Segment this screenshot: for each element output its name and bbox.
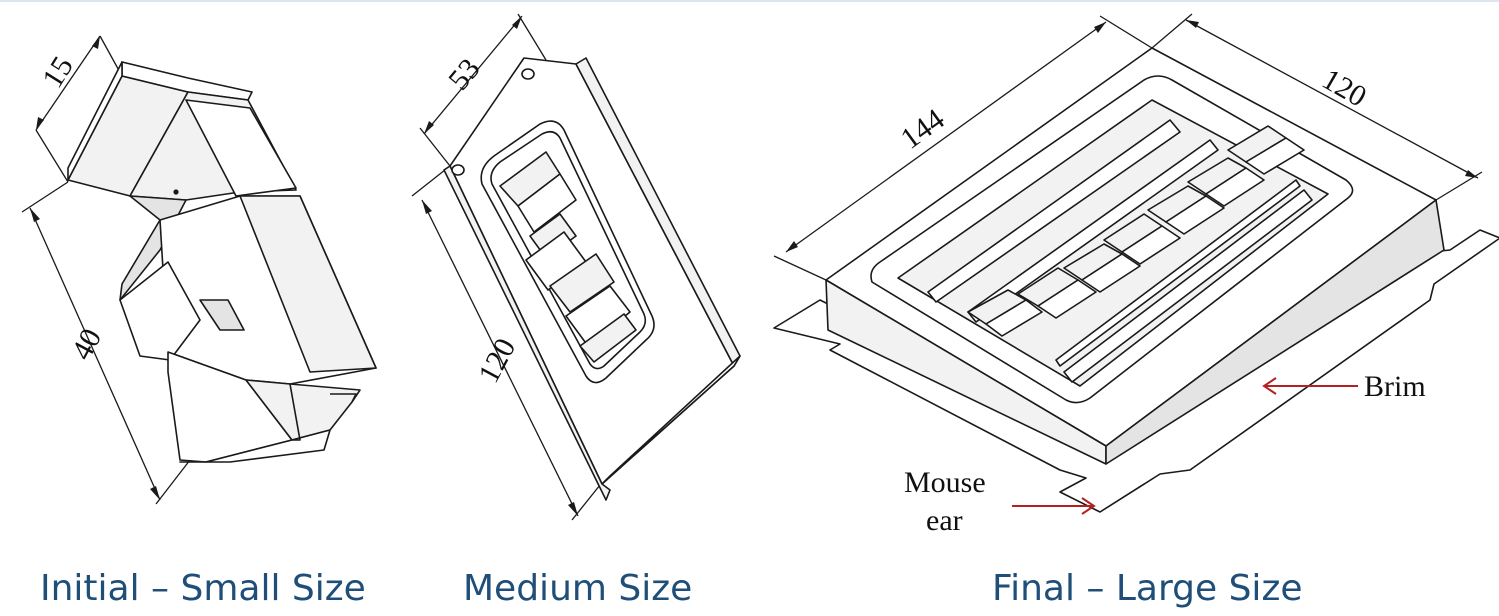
caption-large: Final – Large Size (992, 568, 1303, 609)
mouse-ear-callout: Mouse ear (904, 466, 1096, 537)
brim-callout: Brim (1262, 370, 1426, 403)
dimension-120-label-medium: 120 (472, 333, 522, 388)
mouse-ear-label-line1: Mouse (904, 466, 986, 499)
top-divider (0, 0, 1499, 2)
medium-part-drawing: 53 120 (411, 13, 741, 521)
dimension-144-label: 144 (895, 103, 951, 156)
brim-label: Brim (1364, 370, 1426, 403)
caption-medium: Medium Size (463, 568, 693, 609)
dimension-120-label-large: 120 (1317, 62, 1372, 113)
caption-small: Initial – Small Size (40, 568, 366, 609)
dimension-15-label: 15 (36, 51, 80, 94)
medium-cavity (480, 120, 655, 384)
dimension-40-label: 40 (65, 323, 108, 365)
large-part-drawing: 144 120 (773, 13, 1499, 537)
small-part-body (67, 61, 377, 463)
dimension-53-label: 53 (442, 52, 487, 96)
small-part-drawing: 15 40 (21, 35, 377, 505)
mouse-ear-label-line2: ear (926, 504, 963, 537)
large-pockets (967, 125, 1305, 337)
